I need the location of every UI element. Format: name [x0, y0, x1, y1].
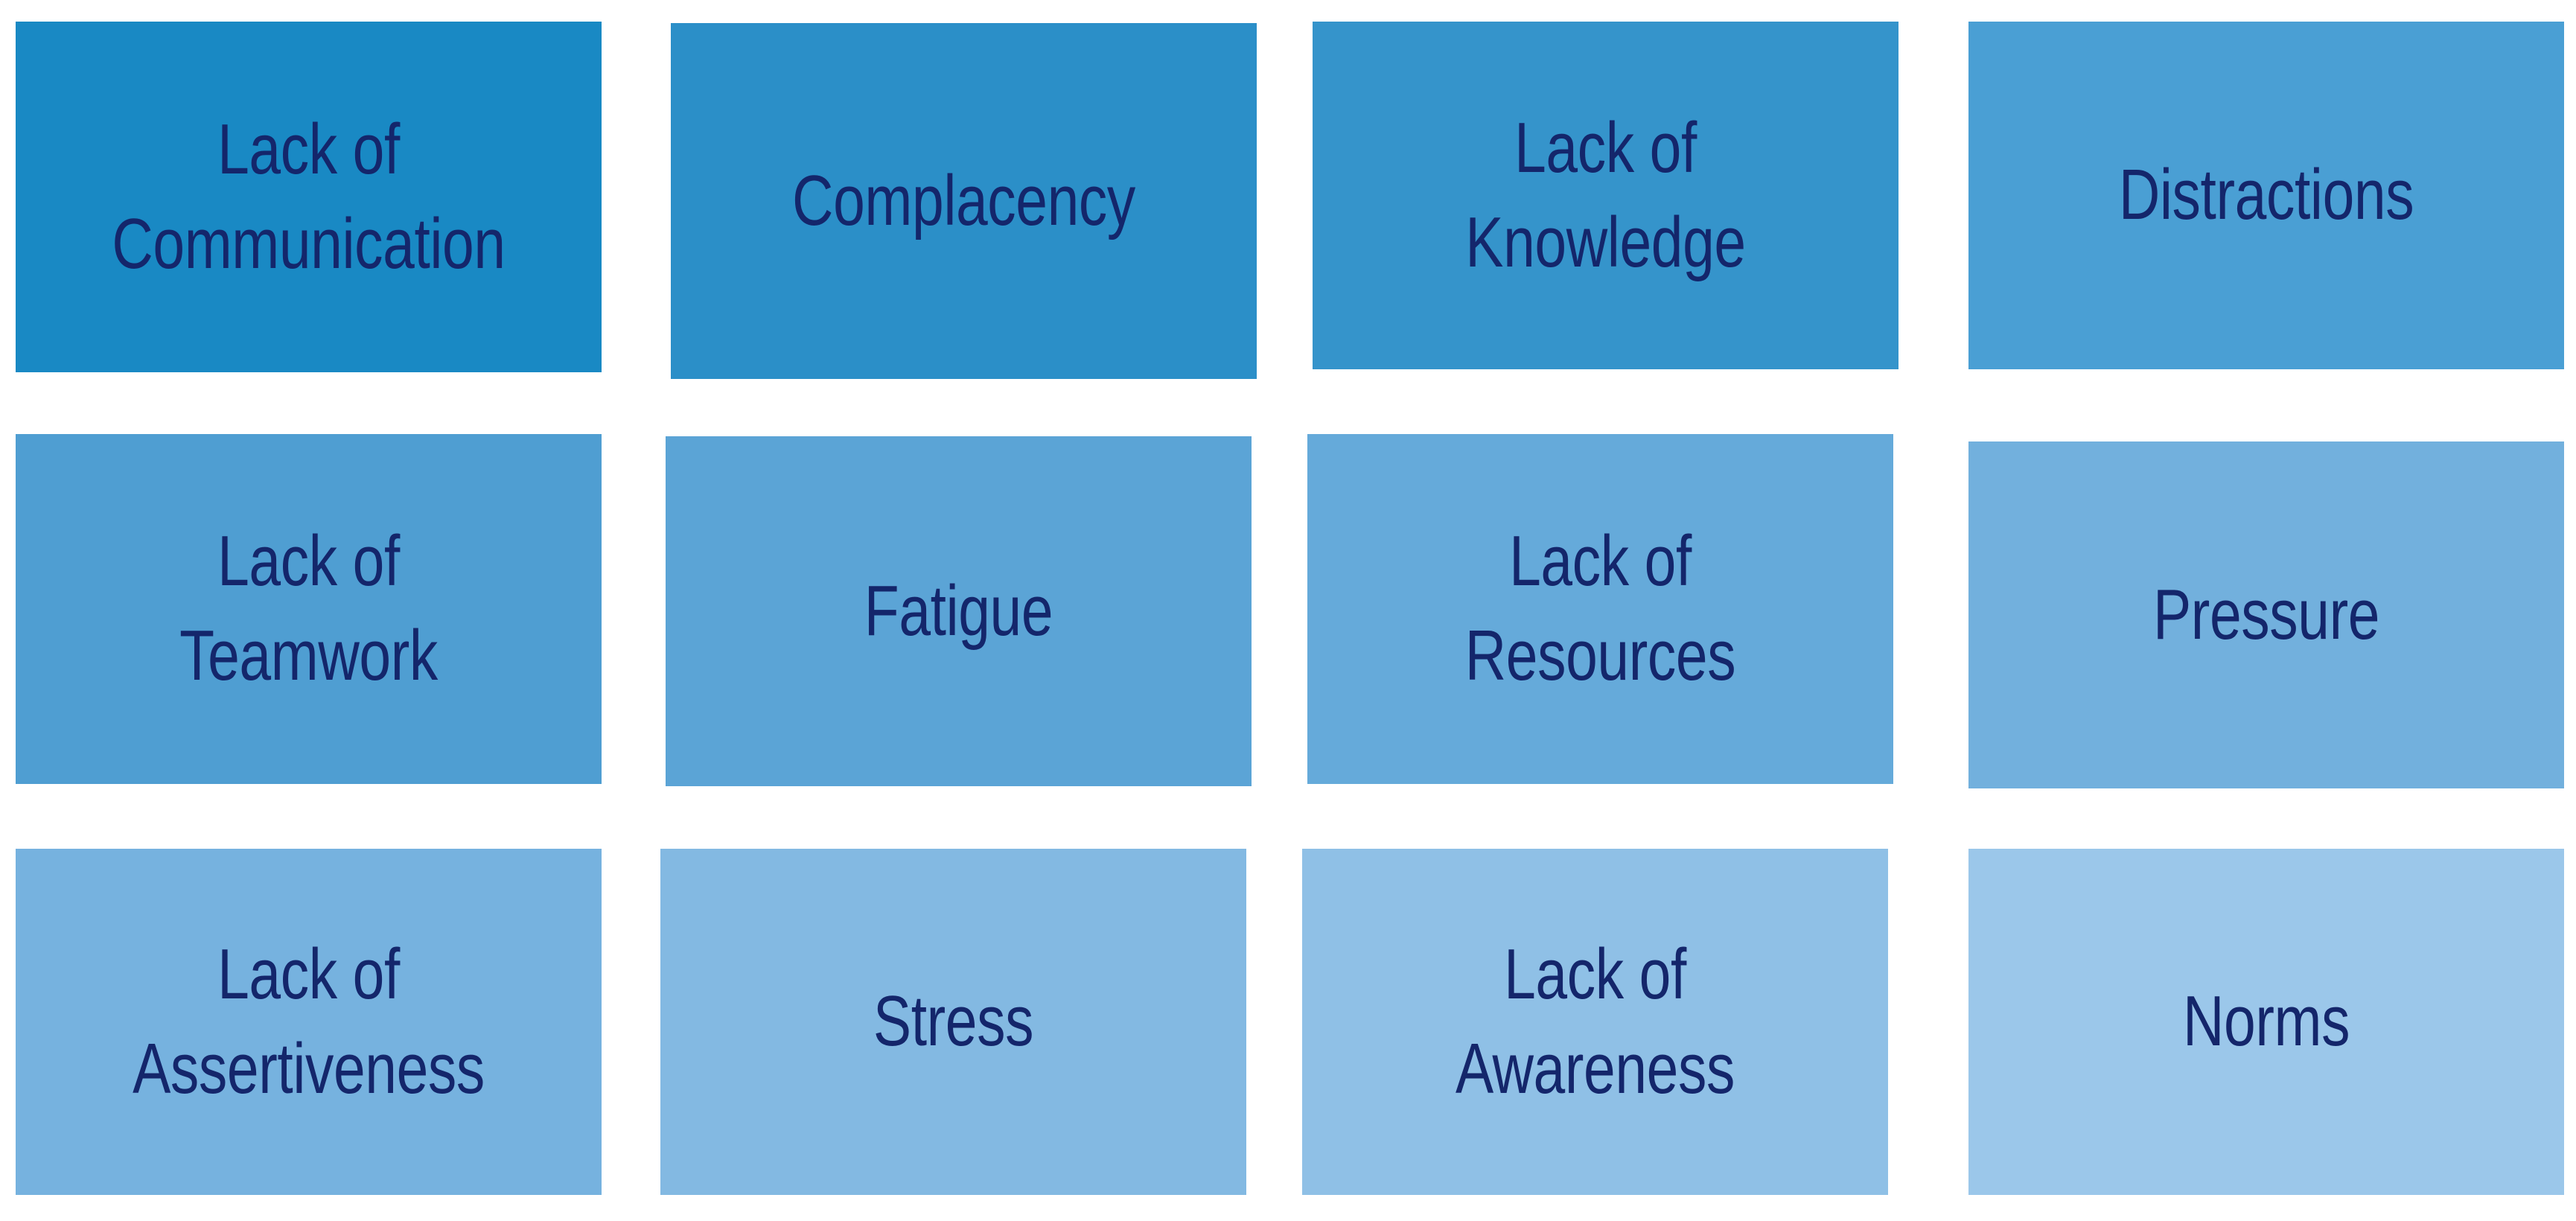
tile-label-fatigue: Fatigue [864, 570, 1053, 651]
tile-fatigue[interactable]: Fatigue [666, 436, 1252, 786]
tile-label-lack-of-awareness: Lack of Awareness [1456, 934, 1735, 1109]
tile-label-lack-of-communication: Lack of Communication [112, 109, 506, 284]
tile-lack-of-awareness[interactable]: Lack of Awareness [1302, 849, 1888, 1195]
tile-label-lack-of-resources: Lack of Resources [1464, 521, 1736, 695]
tile-label-complacency: Complacency [792, 160, 1135, 240]
tile-lack-of-resources[interactable]: Lack of Resources [1307, 434, 1893, 784]
tile-label-lack-of-knowledge: Lack of Knowledge [1465, 107, 1746, 282]
tile-lack-of-communication[interactable]: Lack of Communication [16, 22, 602, 372]
tile-lack-of-knowledge[interactable]: Lack of Knowledge [1313, 22, 1898, 369]
tile-label-distractions: Distractions [2118, 155, 2414, 235]
tile-label-lack-of-assertiveness: Lack of Assertiveness [133, 934, 485, 1109]
tile-stress[interactable]: Stress [660, 849, 1246, 1195]
tile-pressure[interactable]: Pressure [1968, 441, 2564, 788]
tile-lack-of-teamwork[interactable]: Lack of Teamwork [16, 434, 602, 784]
tile-complacency[interactable]: Complacency [671, 23, 1257, 379]
tile-label-norms: Norms [2182, 981, 2350, 1062]
tile-lack-of-assertiveness[interactable]: Lack of Assertiveness [16, 849, 602, 1195]
tile-label-lack-of-teamwork: Lack of Teamwork [179, 521, 438, 695]
tile-norms[interactable]: Norms [1968, 849, 2564, 1195]
tile-label-stress: Stress [873, 981, 1034, 1062]
tile-label-pressure: Pressure [2152, 574, 2380, 654]
tile-distractions[interactable]: Distractions [1968, 22, 2564, 369]
